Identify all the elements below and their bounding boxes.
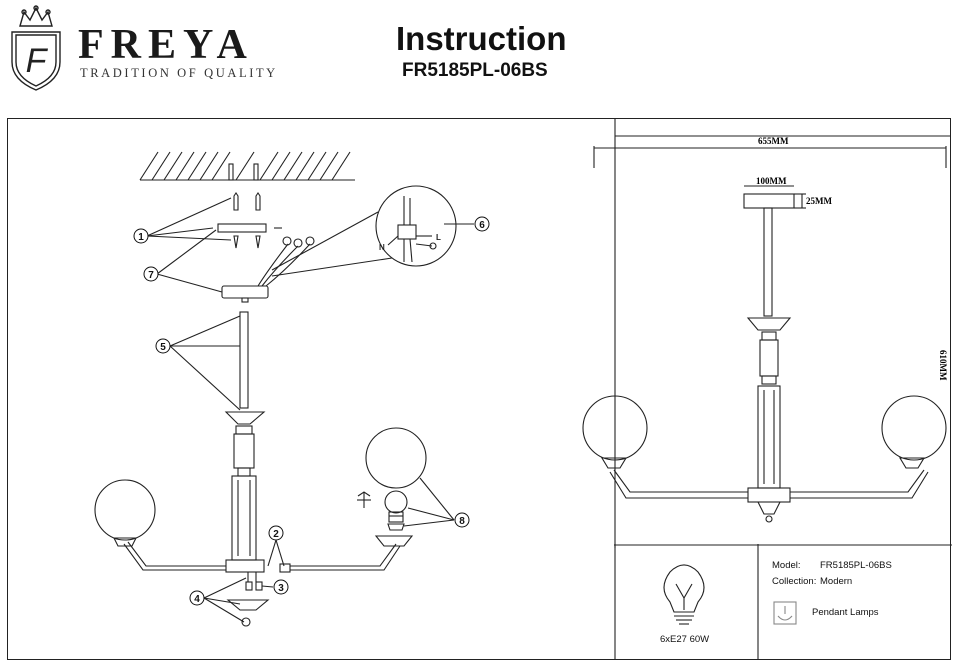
svg-text:4: 4: [194, 594, 200, 605]
bottom-finial: [226, 599, 270, 611]
dim-canopy: [743, 193, 795, 209]
arm-hub: [225, 559, 265, 573]
callout-3: 3: [273, 579, 289, 595]
brand-name: FREYA: [78, 22, 254, 68]
callout-1: 1: [133, 228, 149, 244]
callout-2: 2: [268, 525, 284, 541]
dimension-drawing: 655MM 100MM 25MM 610MM: [582, 118, 950, 548]
svg-text:7: 7: [148, 270, 154, 281]
ceiling-hatch: [139, 151, 351, 181]
left-glass-shade: [94, 479, 156, 541]
light-bulb: [384, 490, 408, 531]
dim-height-label: 610MM: [938, 350, 948, 381]
dim-left-arm: [613, 469, 748, 493]
left-arm: [127, 541, 226, 567]
model-label: Model:: [772, 560, 801, 571]
collection-label: Collection:: [772, 576, 816, 587]
dim-canopy-diameter-label: 100MM: [756, 176, 787, 186]
svg-text:F: F: [26, 42, 49, 80]
bulb-icon: [663, 564, 705, 625]
dim-right-globe: [881, 395, 947, 461]
wire-label-n: N: [379, 243, 385, 252]
assembly-diagram: N L 1 7 5 6 2 3 4 8: [94, 151, 490, 627]
callout-5: 5: [155, 338, 171, 354]
model-value: FR5185PL-06BS: [820, 560, 892, 571]
collection-value: Modern: [820, 576, 852, 587]
callout-6: 6: [474, 216, 490, 232]
svg-text:5: 5: [160, 342, 166, 353]
freya-logo-emblem: F: [11, 5, 61, 91]
document-model-code: FR5185PL-06BS: [402, 60, 548, 81]
mounting-screws: [233, 192, 282, 249]
svg-text:6: 6: [479, 220, 485, 231]
central-body: [233, 433, 255, 469]
svg-text:1: 1: [138, 232, 144, 243]
rotate-arrow-icon: [357, 491, 371, 508]
brand-tagline: TRADITION OF QUALITY: [80, 66, 278, 80]
svg-text:2: 2: [273, 529, 279, 540]
info-panel: 6xE27 60W Model: FR5185PL-06BS Collectio…: [614, 544, 952, 660]
svg-text:3: 3: [278, 583, 284, 594]
dim-body: [759, 339, 779, 377]
canopy: [221, 285, 269, 299]
wire-detail-circle: [375, 185, 457, 267]
callout-7: 7: [143, 266, 159, 282]
dim-rod: [763, 207, 773, 317]
pendant-lamp-icon: [773, 601, 797, 625]
wire-label-l: L: [436, 233, 441, 242]
wire-connector-block: [387, 196, 433, 263]
svg-text:8: 8: [459, 516, 465, 527]
document-title: Instruction: [396, 20, 567, 57]
drawing-frame: [7, 118, 951, 660]
right-arm: [290, 543, 397, 567]
mounting-bracket: [217, 223, 267, 233]
right-glass-shade: [365, 427, 427, 489]
dim-canopy-height-label: 25MM: [806, 196, 832, 206]
callout-8: 8: [454, 512, 470, 528]
lamp-type-value: Pendant Lamps: [812, 607, 879, 618]
callout-4: 4: [189, 590, 205, 606]
dim-width-label: 655MM: [758, 136, 789, 146]
dim-right-arm: [790, 469, 925, 493]
suspension-rod: [239, 311, 249, 409]
bulb-spec-label: 6xE27 60W: [660, 634, 709, 645]
dim-left-globe: [582, 395, 648, 461]
